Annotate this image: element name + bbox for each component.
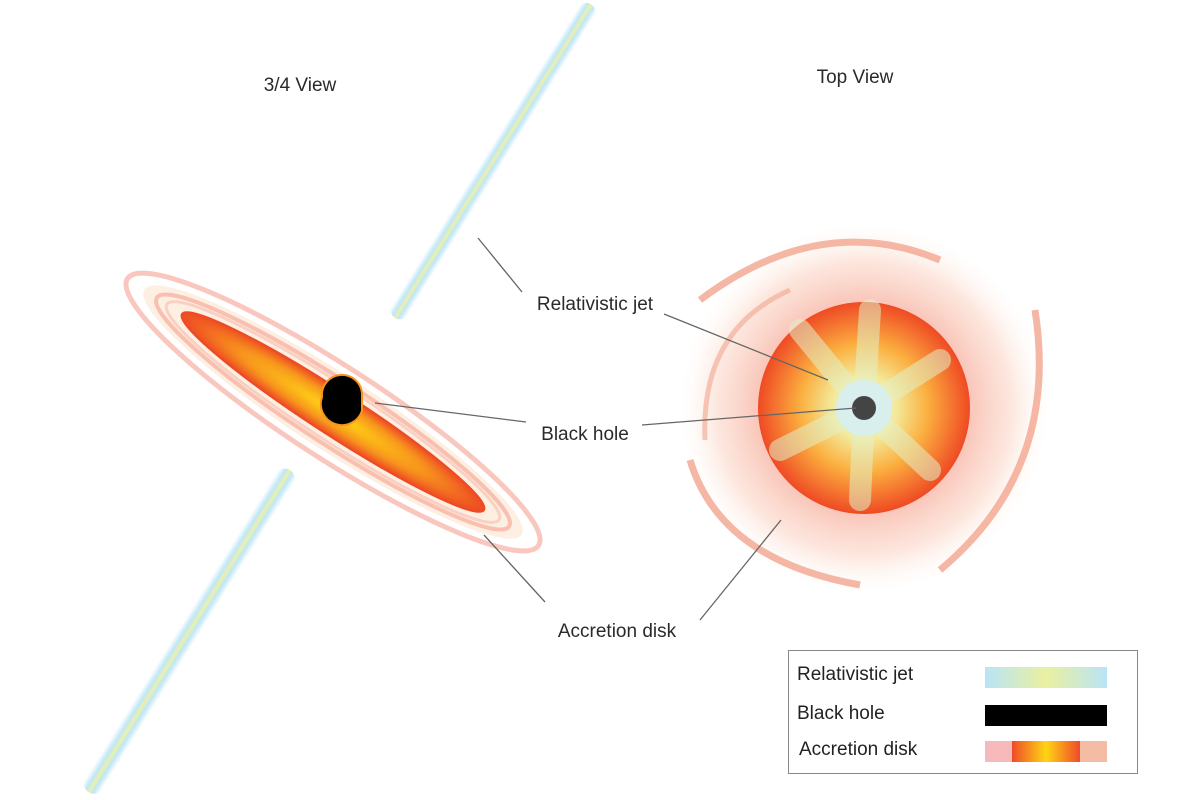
legend-label-black-hole: Black hole — [797, 703, 885, 724]
black-hole-top — [852, 396, 876, 420]
top-view-title: Top View — [816, 67, 894, 88]
black-hole-label: Black hole — [541, 424, 629, 445]
legend-label-jet: Relativistic jet — [797, 664, 914, 685]
accretion-disk-top — [679, 223, 1049, 593]
black-hole-side — [319, 373, 363, 427]
upper-jet — [390, 2, 596, 320]
legend-swatch-disk — [985, 741, 1107, 762]
jet-label: Relativistic jet — [536, 294, 654, 315]
legend-swatch-jet — [985, 667, 1107, 688]
leader-lines — [374, 237, 857, 621]
legend-label-disk: Accretion disk — [799, 739, 918, 760]
three-quarter-view-title: 3/4 View — [263, 75, 337, 96]
lower-jet — [83, 468, 295, 794]
legend-swatch-black-hole — [985, 705, 1107, 726]
accretion-disk-label: Accretion disk — [557, 621, 677, 642]
legend: Relativistic jet Black hole Accretion di… — [788, 650, 1138, 774]
